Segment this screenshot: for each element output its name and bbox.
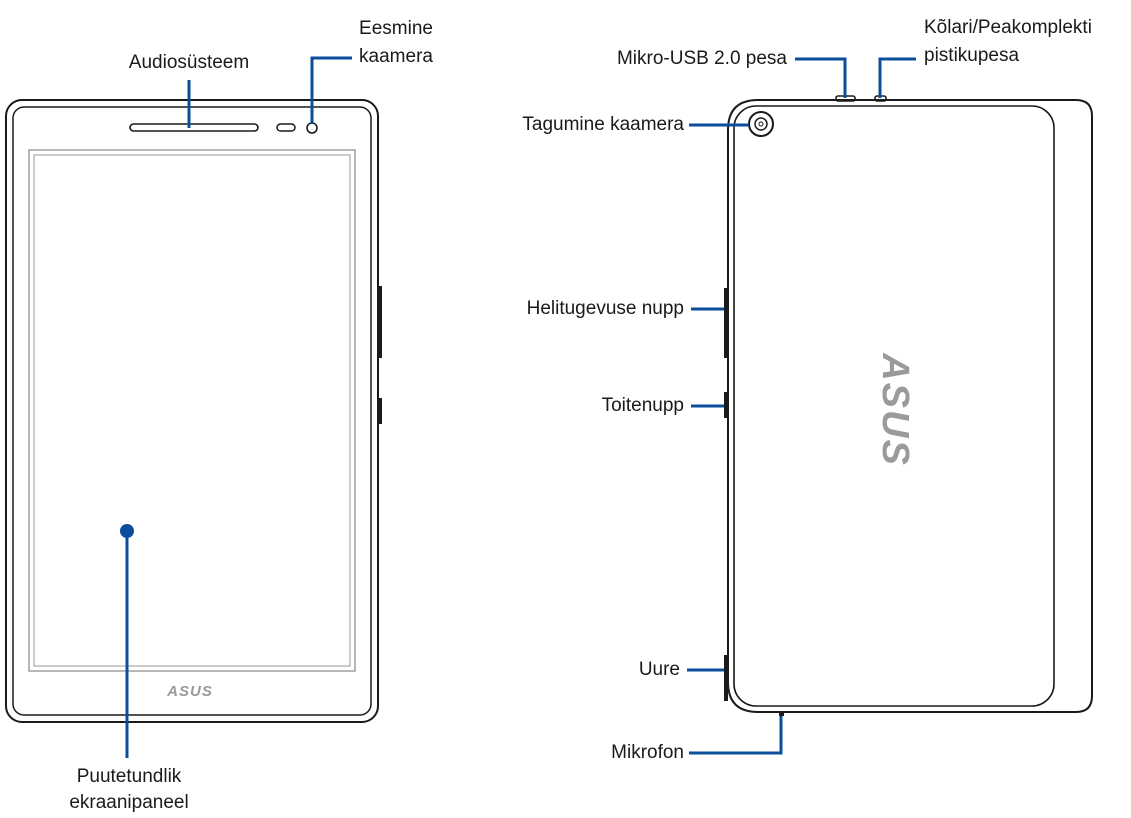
front-logo: ASUS [166, 683, 213, 700]
screen-outer [28, 149, 356, 672]
rear-camera-label: Tagumine kaamera [522, 114, 684, 135]
audio-jack-label-line1: Kõlari/Peakomplekti [924, 17, 1092, 38]
back-shell [727, 99, 1093, 713]
back-logo: ASUS [874, 352, 916, 467]
speaker-grille [129, 123, 259, 132]
volume-button-label: Helitugevuse nupp [526, 298, 684, 319]
screen-inner [33, 154, 351, 667]
front-camera-lens [306, 122, 318, 134]
front-view [5, 99, 382, 723]
usb-port-label: Mikro-USB 2.0 pesa [616, 48, 787, 69]
leader-front-camera [310, 56, 352, 124]
front-sensor [276, 123, 296, 132]
front-camera-label-line2: kaamera [359, 46, 433, 67]
rear-camera-center [758, 121, 764, 127]
front-volume-button [378, 286, 382, 358]
rear-camera-ring [748, 111, 774, 137]
front-camera-label-line1: Eesmine [359, 18, 433, 39]
touch-point-dot [120, 524, 134, 538]
rear-camera-lens [754, 117, 768, 131]
leader-usb [795, 57, 847, 98]
front-leaders [125, 56, 352, 758]
touch-panel-label-line1: Puutetundlik [76, 766, 182, 787]
card-slot [724, 655, 728, 701]
speaker-label: Audiosüsteem [128, 52, 250, 73]
front-body [5, 99, 379, 723]
back-power-button [724, 392, 728, 418]
leader-jack [878, 57, 916, 98]
back-panel [733, 105, 1055, 707]
back-view [727, 95, 1093, 713]
back-leaders [687, 57, 916, 755]
front-power-button [378, 398, 382, 424]
audio-jack-label-line2: pistikupesa [924, 45, 1020, 66]
card-slot-label: Uure [638, 659, 680, 680]
microphone-hole [779, 712, 784, 716]
touch-panel-label-line2: ekraanipaneel [69, 792, 189, 813]
back-volume-button [724, 288, 728, 358]
leader-mic [689, 716, 783, 755]
power-button-label: Toitenupp [601, 395, 684, 416]
front-bezel [12, 106, 372, 716]
microphone-label: Mikrofon [611, 742, 684, 763]
